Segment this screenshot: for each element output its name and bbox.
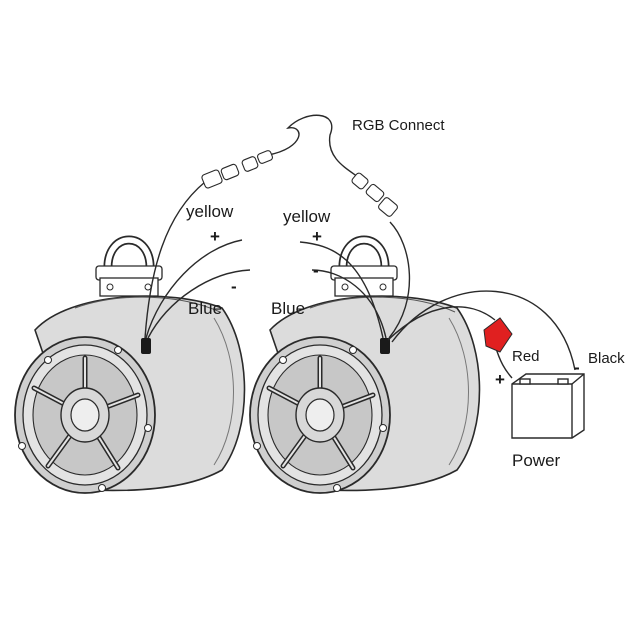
left-cable-grommet: [141, 338, 151, 354]
wires: [144, 114, 576, 379]
right-cable-grommet: [380, 338, 390, 354]
left-blue-label: Blue: [188, 299, 223, 318]
rgb-connector-left: [201, 150, 274, 189]
right-speaker: [250, 240, 480, 493]
black-wire-label: Black: [588, 350, 625, 367]
left-yellow-label: yellow: [186, 202, 234, 221]
battery-plus-sign: +: [495, 370, 505, 389]
right-blue-label: Blue: [271, 299, 306, 318]
right-minus-sign: -: [313, 261, 319, 280]
left-minus-sign: -: [231, 277, 237, 296]
right-yellow-label: yellow: [283, 207, 331, 226]
red-wire-label: Red: [512, 348, 540, 365]
rgb-connect-label: RGB Connect: [352, 117, 445, 134]
battery: [511, 373, 585, 439]
battery-minus-sign: -: [574, 358, 580, 377]
left-plus-sign: +: [210, 227, 220, 246]
fuse-holder: [483, 317, 513, 353]
left-speaker: [15, 240, 245, 493]
power-label: Power: [512, 451, 561, 470]
rgb-connector-right: [351, 172, 398, 217]
right-plus-sign: +: [312, 227, 322, 246]
